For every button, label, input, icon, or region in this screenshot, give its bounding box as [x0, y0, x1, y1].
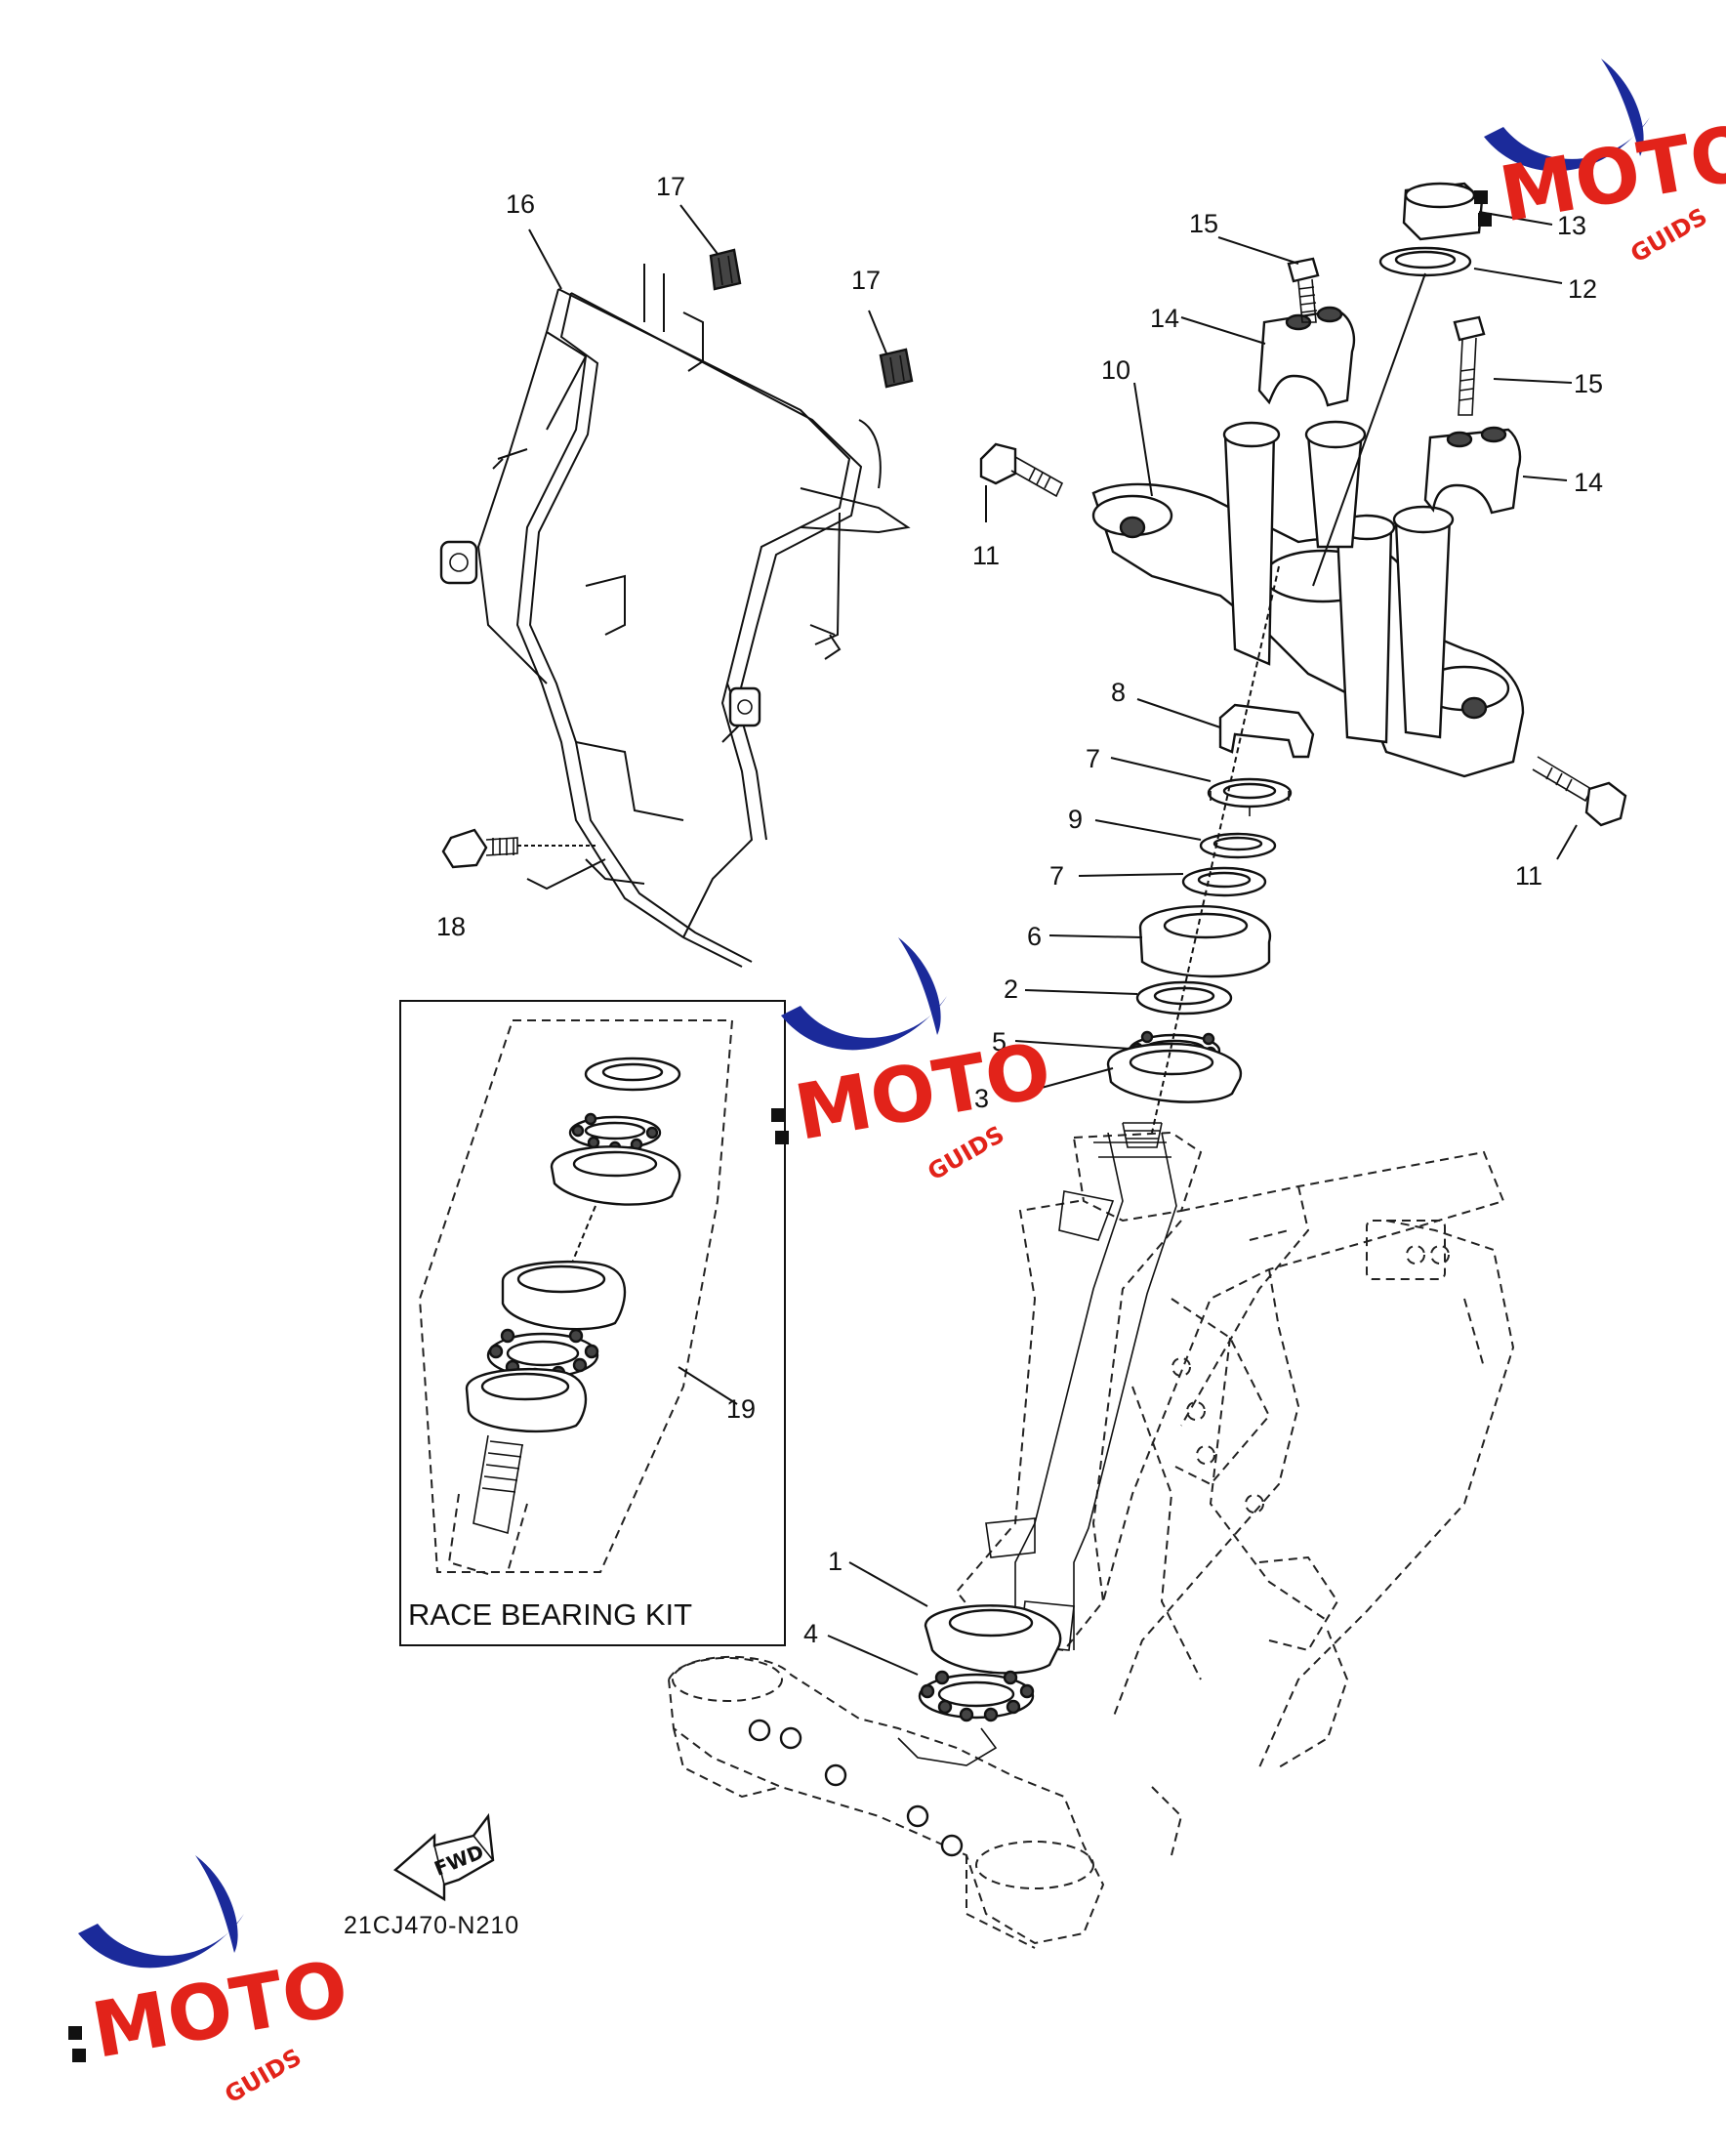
kit-dashed-outline	[418, 1019, 734, 1573]
callout-13: 13	[1557, 211, 1586, 240]
callout-10: 10	[1101, 355, 1130, 385]
callout-7: 7	[1049, 861, 1064, 891]
pinch-bolt-left	[979, 442, 1064, 498]
frame-outline	[955, 1122, 1515, 1856]
callout-3: 3	[974, 1084, 989, 1113]
cable-guide	[1218, 703, 1315, 759]
ring-nut-lower	[1181, 866, 1267, 897]
watermark-logo-bottom-left: MOTO GUIDS	[68, 1855, 354, 2109]
callout-11: 11	[972, 541, 1000, 570]
watermark-logo-top-right: MOTO GUIDS	[1474, 59, 1726, 269]
steering-stem-nut	[1402, 182, 1484, 241]
washer-12	[1378, 246, 1472, 277]
callouts: 16 17 17 18 15 15 13 12 14 14 10 11 11 8…	[436, 172, 1603, 1648]
callout-8: 8	[1111, 678, 1126, 707]
bolt-18	[441, 828, 596, 869]
handlebar-holder-upper-a	[1257, 306, 1356, 407]
kit-parts	[447, 1057, 681, 1575]
pinch-bolt-right	[1532, 756, 1627, 827]
lower-bracket-ghost	[667, 1655, 1105, 1949]
upper-race-cup	[1106, 1042, 1243, 1103]
callout-6: 6	[1027, 922, 1042, 951]
kit-title: RACE BEARING KIT	[408, 1597, 692, 1632]
callout-17: 17	[656, 172, 685, 201]
headlight-stay	[439, 264, 911, 968]
callout-2: 2	[1004, 974, 1018, 1004]
callout-11: 11	[1515, 861, 1542, 891]
callout-15: 15	[1574, 369, 1603, 398]
callout-9: 9	[1068, 805, 1083, 834]
callout-5: 5	[992, 1027, 1007, 1057]
kit-box	[399, 1000, 786, 1646]
leader-lines	[528, 204, 1578, 1676]
callout-4: 4	[803, 1619, 818, 1648]
handlebar-holder-upper-b	[1423, 426, 1522, 515]
bolt-15-right	[1453, 315, 1486, 416]
lower-ball-bearing	[918, 1670, 1035, 1722]
callout-18: 18	[436, 912, 466, 941]
dust-seal	[1138, 905, 1272, 978]
bolt-15-left	[1287, 257, 1320, 323]
upper-bracket	[1091, 420, 1525, 778]
grommet-right	[879, 348, 914, 389]
callout-15: 15	[1189, 209, 1218, 238]
callout-16: 16	[506, 189, 535, 219]
lower-bearing-race	[924, 1604, 1062, 1675]
upper-bearing-race	[1135, 980, 1233, 1016]
fwd-arrow-icon: FWD	[392, 1812, 495, 1902]
callout-12: 12	[1568, 274, 1597, 304]
lock-washer	[1199, 832, 1277, 859]
callout-19: 19	[726, 1394, 756, 1424]
callout-17: 17	[851, 266, 881, 295]
callout-1: 1	[828, 1547, 842, 1576]
grommet-top	[709, 248, 742, 291]
watermark-suffix: GUIDS	[221, 2044, 307, 2109]
callout-14: 14	[1150, 304, 1179, 333]
diagram-code: 21CJ470-N210	[344, 1912, 519, 1939]
ring-nut-upper	[1207, 777, 1293, 816]
steering-stem-ghost	[985, 1132, 1177, 1671]
callout-7: 7	[1086, 744, 1100, 773]
callout-14: 14	[1574, 468, 1603, 497]
